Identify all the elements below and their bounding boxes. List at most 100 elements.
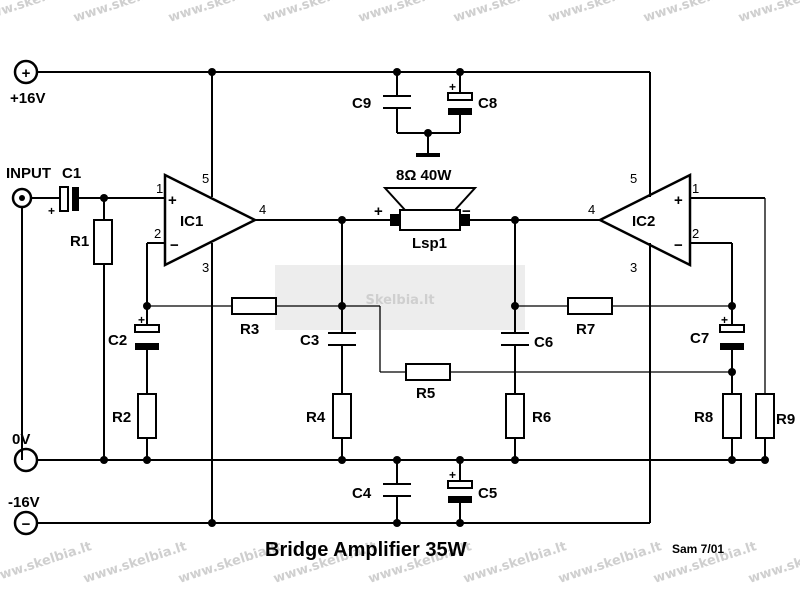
negative-rail [38,268,651,524]
watermark-center: Skelbia.lt [365,293,434,308]
c7-label: C7 [690,330,709,347]
op-amp-ic1 [146,72,342,523]
watermark-text: www.skelbia.lt [82,539,189,587]
watermark-text: www.skelbia.lt [547,0,654,26]
ic2-minus: − [674,237,683,254]
ic2-pin2: 2 [692,226,699,241]
c1-label: C1 [62,165,81,182]
ic1-label: IC1 [180,213,203,230]
svg-text:+: + [48,204,55,218]
watermark-text: www.skelbia.lt [72,0,179,26]
capacitor-c2: + [134,306,160,394]
svg-text:−: − [22,516,31,533]
r1-label: R1 [70,233,89,250]
resistor-r4 [332,393,352,460]
watermark-text: www.skelbia.lt [462,539,569,587]
ground-terminal [13,447,39,473]
watermark-text: www.skelbia.lt [557,539,664,587]
watermark-text: www.skelbia.lt [167,0,274,26]
c5-label: C5 [478,485,497,502]
junction-dot [424,129,432,137]
diagram-title: Bridge Amplifier 35W [265,539,467,561]
r8-label: R8 [694,409,713,426]
svg-text:+: + [721,313,728,327]
resistor-r5 [379,306,732,381]
r9-label: R9 [776,411,795,428]
junction-dot [393,519,401,527]
ic2-label: IC2 [632,213,655,230]
junction-dot [143,456,151,464]
r7-label: R7 [576,321,595,338]
c3-label: C3 [300,332,319,349]
input-terminal [11,187,33,460]
junction-dot [761,456,769,464]
positive-rail-label: +16V [10,90,45,107]
resistor-r1 [93,198,113,460]
ic2-pin1: 1 [692,181,699,196]
ic2-plus: + [674,192,683,209]
c6-label: C6 [534,334,553,351]
negative-terminal: − [13,510,39,536]
capacitor-c4 [383,460,411,523]
resistor-r9 [755,198,775,460]
svg-text:+: + [22,65,31,82]
r2-label: R2 [112,409,131,426]
ic1-pin1: 1 [156,181,163,196]
junction-dot [208,519,216,527]
junction-dot [728,456,736,464]
junction-dot [456,519,464,527]
author-note: Sam 7/01 [672,542,724,556]
speaker-lsp1 [342,187,515,231]
ic2-pin5: 5 [630,171,637,186]
svg-text:+: + [449,468,456,482]
capacitor-c9 [383,72,411,133]
resistor-r3 [147,297,380,315]
c8-label: C8 [478,95,497,112]
watermark-text: www.skelbia.lt [262,0,369,26]
svg-text:+: + [449,80,456,94]
c2-label: C2 [108,332,127,349]
junction-dot [100,456,108,464]
r6-label: R6 [532,409,551,426]
capacitor-c8: + [447,72,473,133]
c4-label: C4 [352,485,372,502]
ic1-pin4: 4 [259,202,266,217]
watermark-text: www.skelbia.lt [357,0,464,26]
junction-dot [511,456,519,464]
positive-rail [38,71,651,175]
capacitor-c1: + [31,186,165,218]
ic1-pin3: 3 [202,260,209,275]
r5-label: R5 [416,385,435,402]
watermark-text: www.skelbia.lt [642,0,749,26]
watermark-text: www.skelbia.lt [737,0,800,26]
input-label: INPUT [6,165,51,182]
positive-terminal: + [13,59,39,85]
speaker-plus: + [374,203,383,220]
resistor-r6 [505,393,525,460]
junction-dot [208,68,216,76]
ic1-pin5: 5 [202,171,209,186]
r3-label: R3 [240,321,259,338]
op-amp-ic2 [515,172,765,306]
capacitor-c6 [501,220,529,394]
ic1-minus: − [170,237,179,254]
watermark-box [275,265,525,330]
watermark-text: www.skelbia.lt [452,0,559,26]
ic2-pin4: 4 [588,202,595,217]
junction-dot [338,456,346,464]
junction-dot [338,302,346,310]
svg-text:+: + [138,313,145,327]
resistor-r2 [137,393,157,460]
capacitor-c5: + [447,460,473,523]
junction-dot [728,368,736,376]
resistor-r8 [722,393,742,460]
r4-label: R4 [306,409,326,426]
resistor-r7 [515,297,732,315]
capacitor-c3 [328,220,356,394]
speaker-minus: − [462,203,471,220]
ic2-pin3: 3 [630,260,637,275]
negative-rail-label: -16V [8,494,40,511]
c9-label: C9 [352,95,371,112]
speaker-rating: 8Ω 40W [396,167,452,184]
